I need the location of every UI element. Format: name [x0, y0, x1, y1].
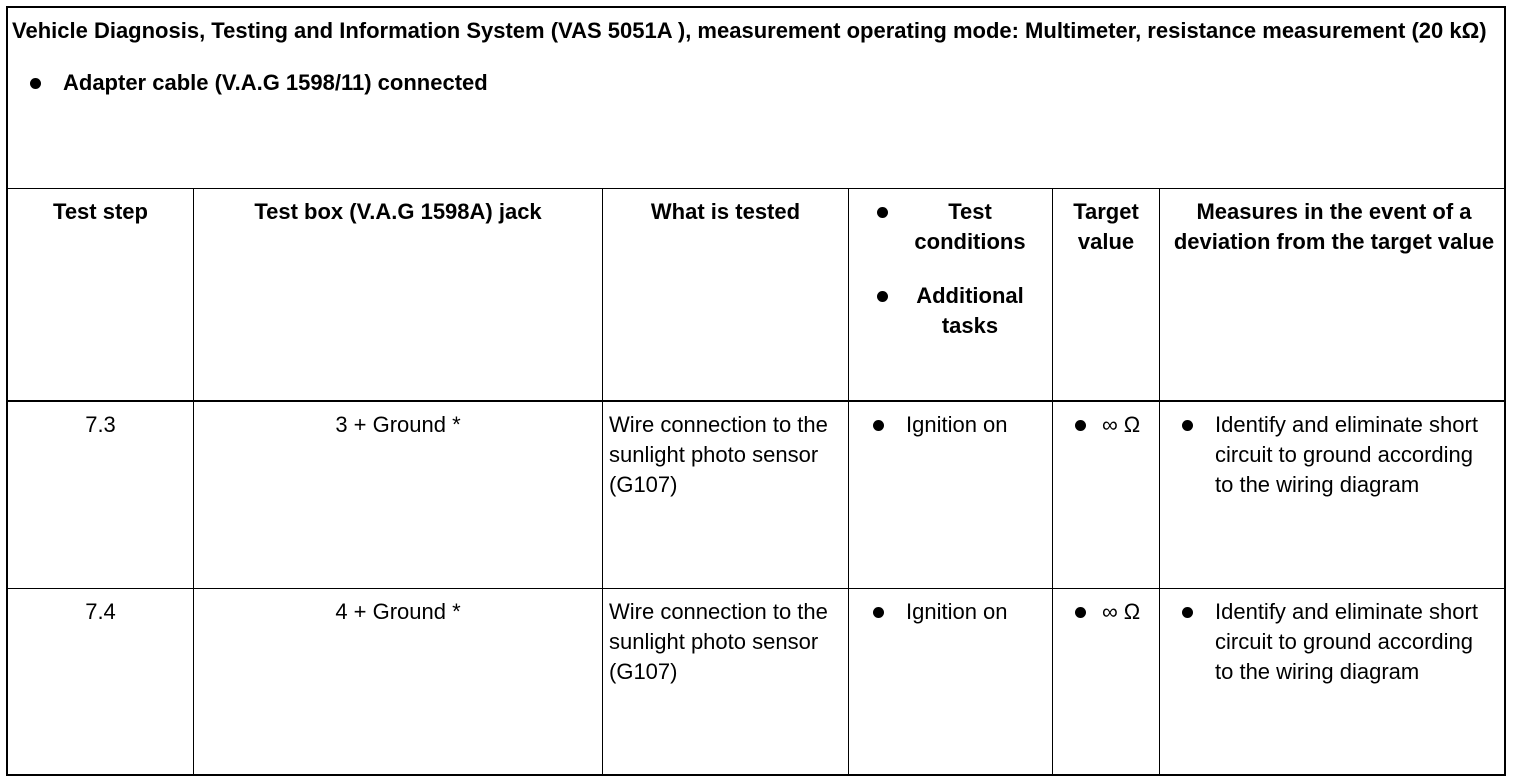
cell-test-step: 7.3 — [85, 412, 116, 437]
document-header: Vehicle Diagnosis, Testing and Informati… — [8, 8, 1504, 189]
measure-item: Identify and eliminate short circuit to … — [1182, 597, 1494, 687]
target-text: ∞ Ω — [1102, 412, 1141, 437]
column-header-jack: Test box (V.A.G 1598A) jack — [254, 199, 542, 224]
row-divider — [8, 588, 1504, 589]
measure-text: Identify and eliminate short circuit to … — [1215, 412, 1478, 497]
cell-jack: 4 + Ground * — [335, 599, 461, 624]
column-divider — [1052, 188, 1053, 776]
column-divider — [193, 188, 194, 776]
header-divider — [8, 188, 1504, 189]
column-header-divider — [8, 400, 1504, 402]
bullet-icon — [873, 420, 884, 431]
column-header-measures: Measures in the event of a deviation fro… — [1173, 199, 1495, 254]
condition-item: Ignition on — [873, 410, 1048, 440]
conditions-label-1: Test conditions — [914, 199, 1026, 254]
column-divider — [1159, 188, 1160, 776]
cell-jack: 3 + Ground * — [335, 412, 461, 437]
cell-conditions: Ignition on — [849, 589, 1052, 627]
prerequisite-text: Adapter cable (V.A.G 1598/11) connected — [63, 70, 488, 95]
target-text: ∞ Ω — [1102, 599, 1141, 624]
cell-measures: Identify and eliminate short circuit to … — [1160, 589, 1504, 687]
document-frame: Vehicle Diagnosis, Testing and Informati… — [6, 6, 1506, 776]
cell-target: ∞ Ω — [1053, 589, 1159, 627]
column-header-conditions: Test conditions Additional tasks — [849, 189, 1052, 341]
cell-target: ∞ Ω — [1053, 402, 1159, 440]
bullet-icon — [873, 607, 884, 618]
target-item: ∞ Ω — [1075, 410, 1159, 440]
column-header-test-step: Test step — [53, 199, 148, 224]
measure-item: Identify and eliminate short circuit to … — [1182, 410, 1494, 500]
measure-text: Identify and eliminate short circuit to … — [1215, 599, 1478, 684]
bullet-icon — [30, 78, 41, 89]
target-item: ∞ Ω — [1075, 597, 1159, 627]
bullet-icon — [877, 291, 888, 302]
bullet-icon — [1075, 420, 1086, 431]
bullet-icon — [1182, 420, 1193, 431]
cell-what-tested: Wire connection to the sunlight photo se… — [609, 412, 828, 497]
column-divider — [602, 188, 603, 776]
column-header-target: Target value — [1073, 199, 1139, 254]
bullet-icon — [1075, 607, 1086, 618]
bullet-icon — [1182, 607, 1193, 618]
condition-text: Ignition on — [906, 412, 1008, 437]
additional-tasks-item: Additional tasks — [877, 281, 1040, 341]
prerequisite-item: Adapter cable (V.A.G 1598/11) connected — [12, 68, 1500, 98]
conditions-item: Test conditions — [877, 197, 1040, 257]
header-title: Vehicle Diagnosis, Testing and Informati… — [12, 18, 1487, 43]
cell-what-tested: Wire connection to the sunlight photo se… — [609, 599, 828, 684]
column-divider — [848, 188, 849, 776]
cell-measures: Identify and eliminate short circuit to … — [1160, 402, 1504, 500]
conditions-label-2: Additional tasks — [916, 283, 1024, 338]
column-header-what-tested: What is tested — [650, 199, 801, 224]
bullet-icon — [877, 207, 888, 218]
cell-conditions: Ignition on — [849, 402, 1052, 440]
cell-test-step: 7.4 — [85, 599, 116, 624]
condition-item: Ignition on — [873, 597, 1048, 627]
condition-text: Ignition on — [906, 599, 1008, 624]
